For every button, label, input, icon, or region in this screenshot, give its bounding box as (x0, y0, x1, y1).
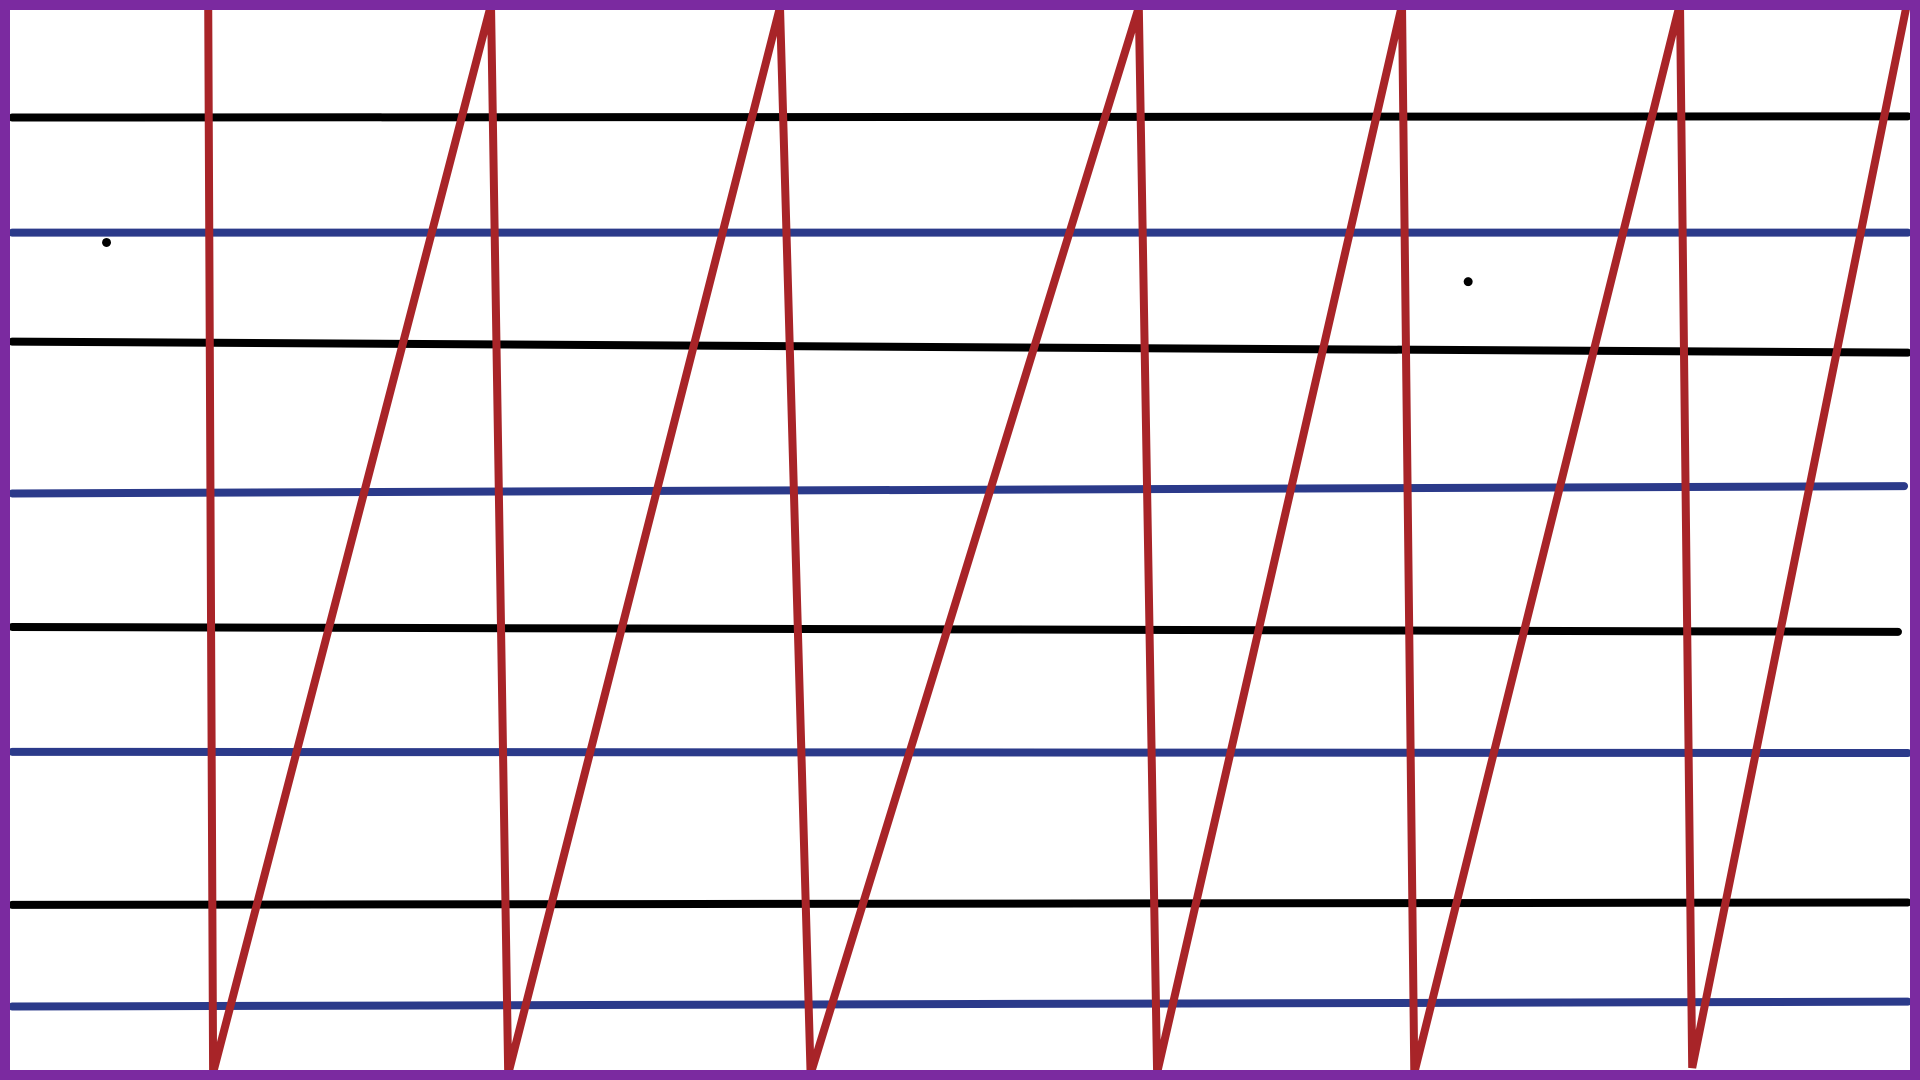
black-line-1 (8, 112, 1912, 122)
black-line-3 (8, 622, 1902, 636)
black-line-4 (8, 898, 1912, 909)
black-dot-2 (1463, 277, 1473, 287)
blue-line-4 (8, 997, 1912, 1011)
dots-group (102, 237, 1473, 287)
blue-line-2 (8, 482, 1909, 498)
black-dot-1 (102, 237, 112, 247)
blue-line-3 (8, 747, 1912, 758)
